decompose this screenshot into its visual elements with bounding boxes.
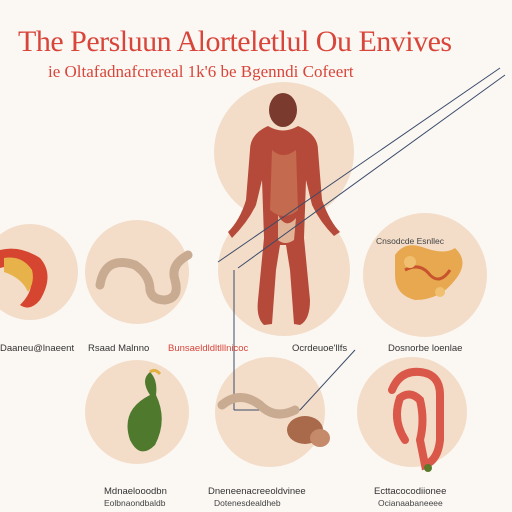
label-colon-top: Cnsodcde Esnllec bbox=[376, 236, 445, 246]
label-bowel-line2: Dotenesdealdheb bbox=[214, 498, 281, 508]
label-torso: Ocrdeuoe'llfs bbox=[292, 343, 348, 354]
torso-circle bbox=[218, 204, 350, 336]
page-subtitle: ie Oltafadnafcrereal 1k'6 be Bgenndi Cof… bbox=[48, 62, 354, 81]
bowel-illustration bbox=[217, 393, 330, 447]
label-large-intestine-line2: Ocianaabaneeee bbox=[378, 498, 443, 508]
large-intestine-illustration bbox=[388, 367, 444, 472]
label-colon: Dosnorbe loenlae bbox=[388, 343, 463, 354]
label-large-intestine-line1: Ecttacocodiionee bbox=[374, 486, 447, 497]
label-gallbladder-line2: Eolbnaondbaldb bbox=[104, 498, 166, 508]
label-small-intestine: Rsaad Malnno bbox=[88, 343, 150, 354]
label-center-organ: Bunsaeldldltlllnicoc bbox=[168, 343, 249, 354]
label-gallbladder-line1: Mdnaelooodbn bbox=[104, 486, 167, 497]
gallbladder-illustration bbox=[127, 368, 162, 452]
small-intestine-illustration bbox=[95, 250, 193, 305]
label-bowel-line1: Dneneenacreeoldvinee bbox=[208, 486, 306, 497]
label-stomach: Daaneu@lnaeent bbox=[0, 343, 75, 354]
stomach-illustration bbox=[0, 248, 48, 308]
colon-illustration bbox=[395, 245, 463, 300]
page-title: The Persluun Alorteletlul Ou Envives bbox=[18, 25, 452, 58]
